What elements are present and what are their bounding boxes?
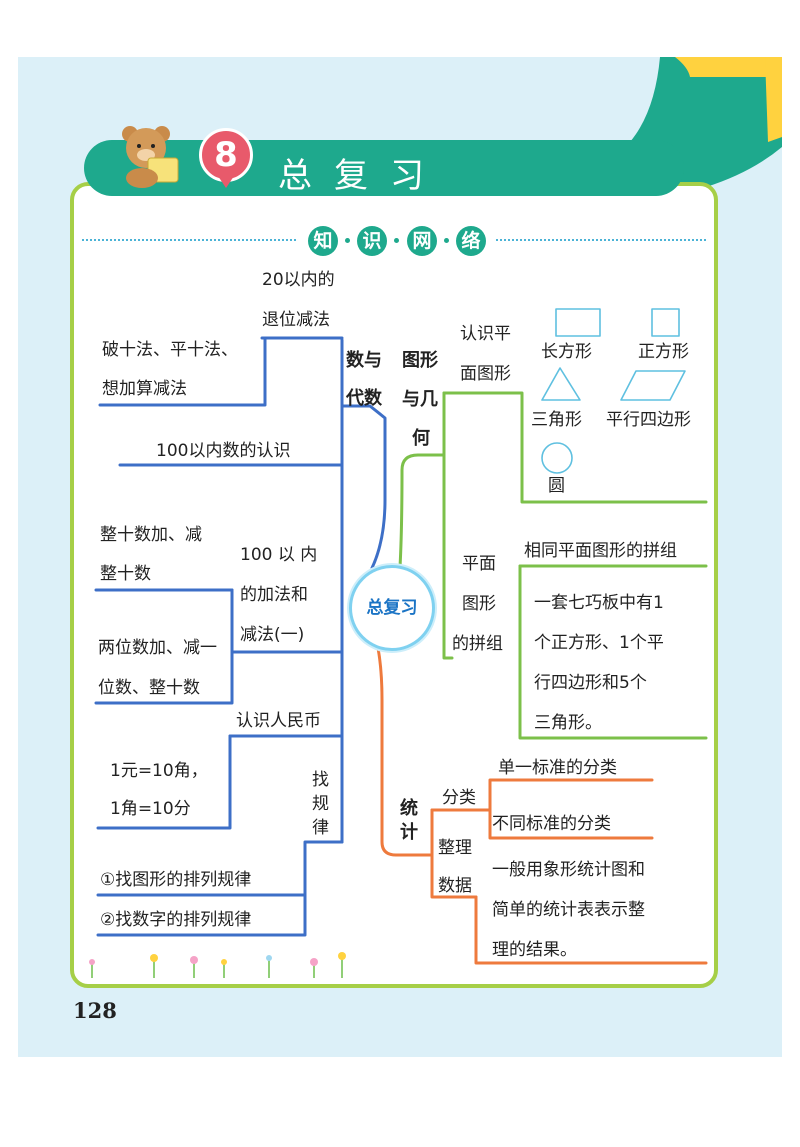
- statistics-title: 统: [400, 798, 418, 819]
- dotted-rule-left: [82, 239, 296, 241]
- twodigit-label: 两位数加、减一: [98, 638, 217, 658]
- tens-label: 整十数: [100, 564, 151, 584]
- multi-standard-label: 不同标准的分类: [492, 814, 611, 834]
- statistics-title: 计: [400, 822, 418, 843]
- badge-pointer: [218, 176, 234, 188]
- tangram-text: 个正方形、1个平: [534, 633, 664, 653]
- plane-label: 认识平: [460, 324, 511, 344]
- geometry-title: 图形: [402, 350, 438, 371]
- sub20-label: 20以内的: [262, 270, 335, 290]
- combo-label: 平面: [462, 554, 496, 574]
- tangram-text: 三角形。: [534, 713, 602, 733]
- know100-label: 100以内数的认识: [156, 441, 291, 461]
- pattern-label: 律: [312, 818, 329, 838]
- center-node: 总复习: [349, 565, 435, 651]
- sub20-label: 退位减法: [262, 310, 330, 330]
- section-char-4: 络: [456, 226, 486, 256]
- geometry-title: 何: [412, 428, 430, 449]
- flower-icon: [89, 952, 346, 978]
- section-char-1: 知: [308, 226, 338, 256]
- addsub-label: 的加法和: [240, 585, 308, 605]
- combo-label: 的拼组: [452, 634, 503, 654]
- method-label: 想加算减法: [102, 379, 187, 399]
- parallelogram-label: 平行四边形: [606, 410, 691, 430]
- rectangle-shape-icon: [555, 308, 601, 337]
- section-dot: [394, 238, 399, 243]
- pattern-label: 找: [312, 770, 329, 790]
- circle-shape-icon: [541, 442, 573, 474]
- pattern-item: ①找图形的排列规律: [100, 870, 252, 890]
- addsub-label: 100 以 内: [240, 545, 318, 565]
- chart-text: 理的结果。: [492, 940, 577, 960]
- combo-same-label: 相同平面图形的拼组: [524, 541, 677, 561]
- section-char-2: 识: [357, 226, 387, 256]
- circle-label: 圆: [548, 476, 565, 496]
- square-label: 正方形: [638, 342, 689, 362]
- money-label: 1角=10分: [110, 799, 191, 819]
- page-number: 128: [73, 998, 117, 1023]
- section-dot: [345, 238, 350, 243]
- plane-label: 面图形: [460, 364, 511, 384]
- addsub-label: 减法(一): [240, 625, 305, 645]
- geometry-title: 与几: [402, 389, 438, 410]
- number-algebra-title: 数与: [346, 350, 382, 371]
- tangram-text: 一套七巧板中有1: [534, 593, 664, 613]
- tens-label: 整十数加、减: [100, 525, 202, 545]
- rmb-label: 认识人民币: [236, 711, 321, 731]
- rectangle-label: 长方形: [541, 342, 592, 362]
- twodigit-label: 位数、整十数: [98, 678, 200, 698]
- triangle-label: 三角形: [531, 410, 582, 430]
- number-algebra-title: 代数: [346, 388, 382, 409]
- dotted-rule-right: [496, 239, 706, 241]
- unit-banner: [84, 140, 684, 196]
- money-label: 1元=10角，: [110, 761, 208, 781]
- section-char-3: 网: [407, 226, 437, 256]
- section-dot: [444, 238, 449, 243]
- combo-label: 图形: [462, 594, 496, 614]
- single-standard-label: 单一标准的分类: [498, 758, 617, 778]
- pattern-item: ②找数字的排列规律: [100, 910, 252, 930]
- triangle-shape-icon: [541, 367, 581, 401]
- pattern-label: 规: [312, 794, 329, 814]
- square-shape-icon: [651, 308, 680, 337]
- organize-label: 整理: [438, 838, 472, 858]
- bear-reading-icon: [122, 126, 179, 188]
- organize-label: 数据: [438, 876, 472, 896]
- unit-title: 总复习: [278, 156, 446, 196]
- classify-label: 分类: [442, 788, 476, 808]
- chart-text: 简单的统计表表示整: [492, 900, 645, 920]
- parallelogram-shape-icon: [620, 370, 686, 401]
- chart-text: 一般用象形统计图和: [492, 860, 645, 880]
- method-label: 破十法、平十法、: [102, 340, 238, 360]
- tangram-text: 行四边形和5个: [534, 673, 647, 693]
